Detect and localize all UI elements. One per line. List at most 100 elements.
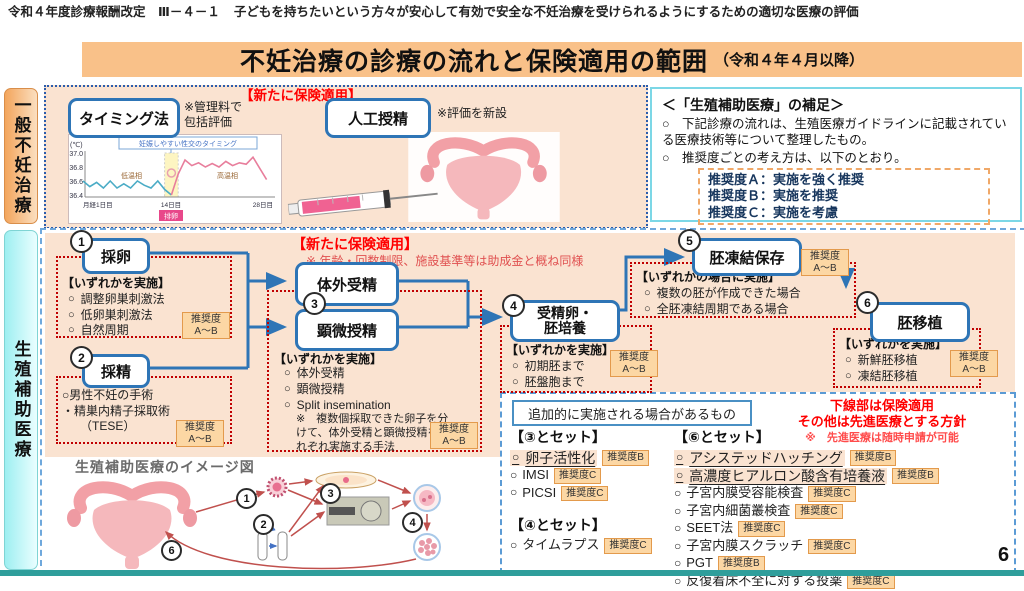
grade-badge: 推奨度C xyxy=(847,573,895,590)
step6-number: 6 xyxy=(856,291,879,314)
step3-item: 顕微授精 xyxy=(296,382,345,396)
additional-procedures-box: 追加的に実施される場合があるもの 下線部は保険適用 その他は先進医療とする方針 … xyxy=(500,392,1016,590)
illustration-step1-number: 1 xyxy=(236,488,257,509)
step3-item: 体外受精 xyxy=(296,366,345,380)
uterus-illustration xyxy=(408,132,560,222)
underline-note: 下線部は保険適用 xyxy=(829,398,934,413)
bullet-icon: ○ xyxy=(284,383,291,395)
ovary-left-shape xyxy=(420,164,435,183)
test-tube-shape xyxy=(277,531,288,561)
art-supplement-box: ＜「生殖補助医療」の補足＞ ○ 下記診療の流れは、生殖医療ガイドラインに記載され… xyxy=(650,87,1022,225)
y-tick-37: 37.0 xyxy=(69,151,83,158)
annotation-box xyxy=(118,136,258,150)
step3-number: 3 xyxy=(303,292,326,315)
set4-label: 【④とセット】 xyxy=(510,517,606,534)
syringe-icon xyxy=(287,189,438,217)
additional-item-label: 子宮内細菌叢検査 xyxy=(686,502,791,518)
additional-item-label: 子宮内膜スクラッチ xyxy=(686,537,804,553)
set3-label: 【③とセット】 xyxy=(510,429,606,445)
additional-item-label: PGT xyxy=(686,555,713,571)
step1-head: 【いずれかを実施】 xyxy=(62,276,171,290)
uterus-body-shape xyxy=(446,155,522,212)
fallopian-tubes-shape xyxy=(73,481,191,514)
fallopian-tubes-shape xyxy=(427,137,540,168)
additional-item-label: 反復着床不全に対する投薬 xyxy=(686,572,843,588)
artificial-insemination-box: 人工授精 xyxy=(325,98,431,138)
illustration-step3-number: 3 xyxy=(320,483,341,504)
aih-note: ※評価を新設 xyxy=(437,106,508,120)
step5-item: 複数の胚が作成できた場合 xyxy=(656,286,801,300)
additional-item-label: PICSI xyxy=(522,484,557,500)
art-image-caption: 生殖補助医療のイメージ図 xyxy=(75,459,255,475)
icsi-box: 顕微授精 xyxy=(295,309,399,351)
art-process-illustration xyxy=(67,471,441,570)
step2-options-box: ○男性不妊の手術 ・精巣内精子採取術 （TESE） xyxy=(56,376,232,444)
illustration-step2-number: 2 xyxy=(253,514,274,535)
step1-number: 1 xyxy=(70,230,93,253)
grade-badge: 推奨度C xyxy=(808,486,856,502)
y-axis-unit: (℃) xyxy=(70,142,83,149)
bullet-icon: ○ xyxy=(676,468,684,483)
grade-badge-step1: 推奨度 A～B xyxy=(182,312,230,339)
timing-method-box: タイミング法 xyxy=(68,98,180,138)
y-tick-364: 36.4 xyxy=(69,193,83,200)
step3-head: 【いずれかを実施】 xyxy=(274,352,383,366)
additional-item-label: タイムラプス xyxy=(522,537,600,553)
grade-badge: 推奨度C xyxy=(604,538,652,554)
step1-options-box: 【いずれかを実施】 ○調整卵巣刺激法 ○低卵巣刺激法 ○自然周期 xyxy=(56,256,232,338)
step2-line3: （TESE） xyxy=(80,419,136,434)
annotation-label: 妊娠しやすい性交のタイミング xyxy=(139,139,237,148)
step5-number: 5 xyxy=(678,229,701,252)
grade-b-definition: 推奨度Ｂ：実施を推奨 xyxy=(708,188,839,204)
low-phase-line xyxy=(82,179,172,196)
grade-badge-step4: 推奨度 A～B xyxy=(610,350,658,377)
bullet-icon: ○ xyxy=(674,503,682,518)
additional-item-label: アシステッドハッチング xyxy=(689,450,843,466)
bullet-icon: ○ xyxy=(68,324,75,337)
bullet-icon: ○ xyxy=(510,537,518,552)
ovary-right-shape xyxy=(532,164,547,183)
grade-badge-step3: 推奨度 A～B xyxy=(430,422,478,449)
additional-notes: 下線部は保険適用 その他は先進医療とする方針 ※ 先進医療は随時申請が可能 xyxy=(756,398,1008,445)
bullet-icon: ○ xyxy=(68,308,75,321)
grade-badge: 推奨度B xyxy=(602,450,649,466)
covered-item: ○高濃度ヒアルロン酸含有培養液 xyxy=(674,468,888,485)
test-tube-shape xyxy=(257,531,268,561)
step6-item: 新鮮胚移植 xyxy=(857,353,918,367)
revision-label: 令和４年度診療報酬改定 Ⅲ－４－１ xyxy=(8,5,220,19)
grade-badge-step6: 推奨度 A～B xyxy=(950,350,998,377)
grade-badge: 推奨度B xyxy=(892,468,939,484)
covered-item: ○卵子活性化 xyxy=(510,450,598,467)
grade-badge: 推奨度C xyxy=(808,538,856,555)
step4-item: 初期胚まで xyxy=(524,359,585,373)
grade-badge: 推奨度C xyxy=(553,468,602,484)
y-tick-366: 36.6 xyxy=(69,179,83,186)
bullet-icon: ○ xyxy=(845,354,852,366)
step5-item: 全胚凍結周期である場合 xyxy=(656,301,789,316)
step1-item: 自然周期 xyxy=(80,323,129,338)
x-tick-day14: 14日目 xyxy=(161,201,181,209)
bullet-icon: ○ xyxy=(644,287,651,299)
bullet-icon: ○ xyxy=(512,450,520,465)
step5-box: 胚凍結保存 xyxy=(692,238,802,276)
grade-badge: 推奨度C xyxy=(795,503,843,520)
set6-column: 【⑥とセット】 ○アシステッドハッチング推奨度B ○高濃度ヒアルロン酸含有培養液… xyxy=(674,427,1024,591)
illustration-step6-number: 6 xyxy=(161,540,182,561)
new-coverage-label-art: 【新たに保険適用】 xyxy=(292,236,418,252)
bullet-icon: ○ xyxy=(676,450,684,465)
page-title: 不妊治療の診療の流れと保険適用の範囲 xyxy=(239,47,708,76)
page-number: 6 xyxy=(998,544,1010,566)
bullet-icon: ○ xyxy=(674,556,682,571)
grade-legend-box: 推奨度Ａ：実施を強く推奨 推奨度Ｂ：実施を推奨 推奨度Ｃ：実施を考慮 xyxy=(698,168,990,225)
uterus-body-shape xyxy=(92,500,172,559)
ovulation-label: 排卵 xyxy=(164,212,178,221)
step2-line2: ・精巣内精子採取術 xyxy=(62,403,171,418)
sidebar-general-infertility: 一般不妊治療 xyxy=(4,88,38,224)
step1-item: 低卵巣刺激法 xyxy=(80,307,153,322)
grade-badge: 推奨度B xyxy=(849,450,897,466)
bottom-accent-bar xyxy=(0,570,1024,576)
document-header: 令和４年度診療報酬改定 Ⅲ－４－１ 子どもを持ちたいという方々が安心して有効で安… xyxy=(8,3,1018,22)
step2-box: 採精 xyxy=(82,354,150,388)
grade-badge: 推奨度C xyxy=(738,521,786,537)
